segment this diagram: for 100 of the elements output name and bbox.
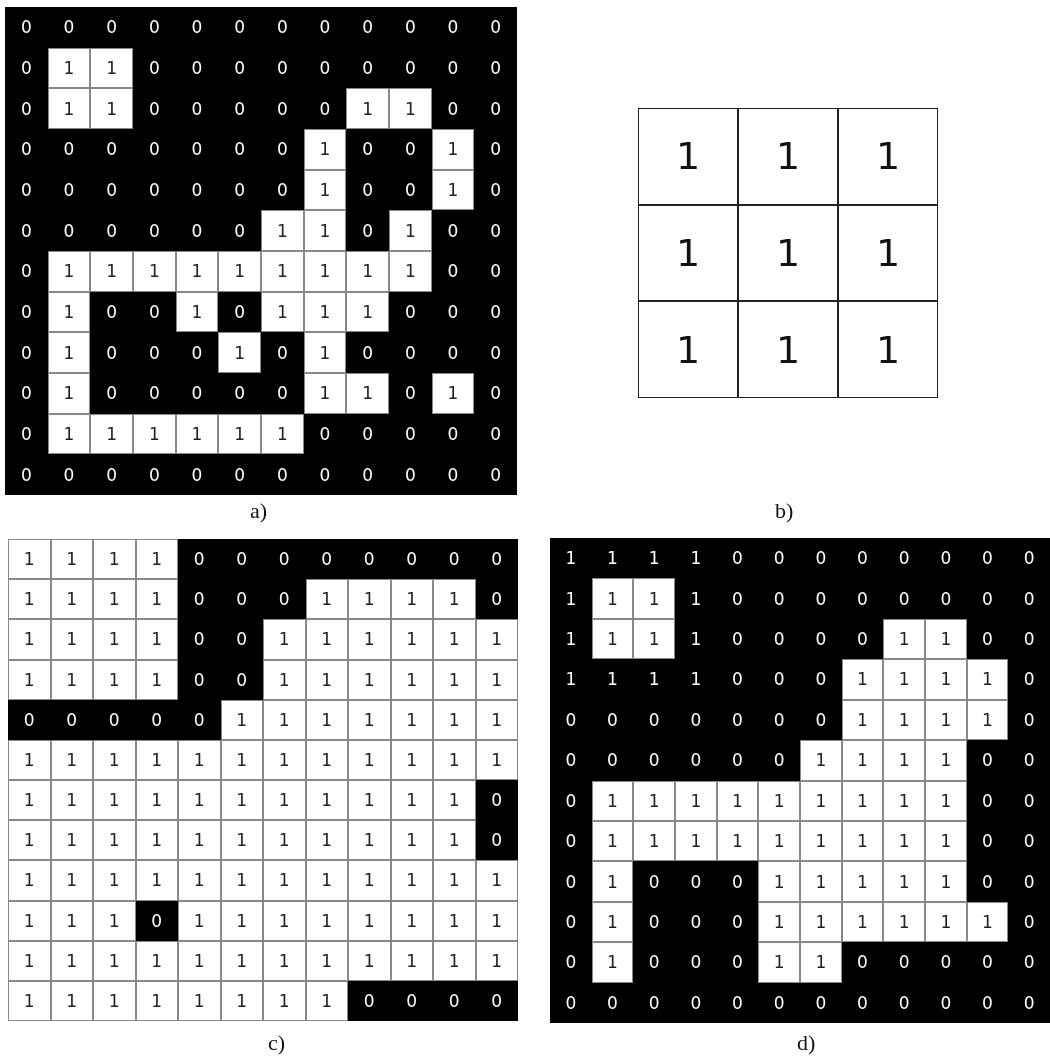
pixel-value: 1 — [135, 860, 178, 901]
pixel-value: 1 — [689, 587, 703, 611]
pixel-value: 1 — [135, 980, 178, 1021]
pixel-value: 1 — [716, 820, 759, 862]
pixel-value: 1 — [475, 900, 518, 941]
pixel-value: 0 — [647, 708, 661, 732]
pixel-value: 1 — [433, 619, 476, 660]
pixel-value: 1 — [841, 780, 884, 821]
pixel-value: 1 — [8, 780, 51, 821]
pixel-value: 1 — [8, 579, 51, 620]
pixel-value: 0 — [856, 628, 869, 652]
pixel-value: 0 — [403, 301, 417, 324]
pixel-value: 1 — [90, 88, 133, 129]
pixel-value: 1 — [348, 699, 391, 740]
pixel-value: 0 — [939, 587, 953, 611]
pixel-value: 0 — [897, 547, 911, 571]
pixel-value: 1 — [178, 980, 221, 1021]
pixel-value: 1 — [8, 860, 51, 901]
pixel-value: 0 — [19, 219, 33, 243]
pixel-value: 1 — [263, 820, 306, 861]
pixel-value: 0 — [897, 587, 911, 611]
pixel-value: 0 — [275, 382, 289, 406]
pixel-value: 1 — [93, 659, 136, 700]
pixel-value: 1 — [8, 659, 51, 700]
pixel-value: 0 — [772, 668, 786, 692]
pixel-value: 1 — [800, 901, 842, 943]
pixel-value: 1 — [966, 659, 1009, 700]
pixel-value: 0 — [320, 548, 334, 572]
pixel-value: 1 — [8, 820, 51, 861]
pixel-value: 0 — [150, 708, 164, 732]
pixel-value: 0 — [731, 991, 744, 1015]
pixel-value: 1 — [263, 860, 306, 901]
pixel-value: 1 — [841, 861, 884, 902]
pixel-value: 1 — [925, 659, 967, 700]
pixel-value: 0 — [647, 951, 661, 975]
pixel-value: 1 — [925, 740, 967, 781]
pixel-value: 1 — [925, 780, 967, 821]
pixel-value: 1 — [93, 940, 136, 981]
pixel-value: 0 — [606, 749, 619, 773]
pixel-value: 1 — [263, 699, 306, 740]
pixel-value: 1 — [389, 251, 432, 292]
pixel-value: 0 — [147, 382, 161, 406]
kernel-value: 1 — [738, 301, 838, 398]
pixel-value: 1 — [883, 740, 925, 781]
pixel-value: 0 — [772, 547, 786, 571]
pixel-value: 1 — [633, 780, 675, 821]
pixel-value: 0 — [361, 16, 375, 40]
pixel-value: 1 — [50, 860, 93, 901]
pixel-value: 1 — [305, 699, 348, 740]
pixel-value: 1 — [883, 820, 925, 862]
pixel-value: 1 — [50, 940, 93, 981]
pixel-value: 1 — [348, 579, 391, 620]
pixel-value: 0 — [731, 708, 744, 732]
pixel-value: 0 — [446, 341, 460, 365]
pixel-value: 1 — [305, 900, 348, 941]
pixel-value: 1 — [346, 251, 389, 292]
pixel-value: 1 — [261, 251, 304, 292]
pixel-value: 0 — [147, 219, 161, 243]
pixel-value: 0 — [22, 708, 36, 732]
pixel-value: 0 — [731, 910, 744, 934]
pixel-value: 0 — [361, 463, 375, 487]
pixel-value: 0 — [564, 789, 578, 813]
pixel-value: 0 — [403, 382, 417, 406]
pixel-value: 1 — [883, 699, 925, 741]
pixel-value: 0 — [731, 951, 744, 975]
pixel-value: 1 — [475, 619, 518, 660]
pixel-value: 1 — [633, 618, 675, 660]
pixel-value: 0 — [235, 548, 249, 572]
pixel-value: 0 — [772, 587, 786, 611]
pixel-value: 0 — [19, 57, 33, 80]
pixel-value: 0 — [490, 789, 504, 813]
pixel-value: 1 — [689, 547, 703, 571]
panel-caption: a) — [250, 498, 268, 524]
pixel-value: 1 — [606, 547, 619, 571]
pixel-value: 1 — [8, 539, 51, 580]
pixel-value: 0 — [1022, 870, 1036, 894]
pixel-value: 1 — [841, 901, 884, 943]
pixel-value: 1 — [178, 940, 221, 981]
pixel-value: 1 — [90, 413, 133, 455]
pixel-value: 0 — [19, 301, 33, 324]
pixel-value: 1 — [135, 940, 178, 981]
pixel-value: 0 — [147, 57, 161, 80]
pixel-value: 1 — [647, 668, 661, 692]
pixel-value: 1 — [633, 820, 675, 862]
pixel-value: 0 — [814, 668, 828, 692]
pixel-value: 1 — [305, 579, 348, 620]
pixel-value: 1 — [390, 780, 433, 821]
pixel-value: 1 — [8, 739, 51, 780]
pixel-value: 1 — [220, 820, 263, 861]
pixel-value: 0 — [233, 301, 247, 324]
pixel-value: 1 — [841, 740, 884, 781]
pixel-value: 0 — [190, 382, 204, 406]
pixel-value: 0 — [489, 463, 503, 487]
pixel-value: 0 — [606, 991, 619, 1015]
pixel-value: 0 — [689, 910, 703, 934]
kernel-value: 1 — [638, 204, 738, 302]
pixel-value: 1 — [263, 659, 306, 700]
pixel-value: 0 — [19, 463, 33, 487]
pixel-value: 1 — [218, 332, 261, 373]
pixel-value: 1 — [431, 169, 475, 211]
